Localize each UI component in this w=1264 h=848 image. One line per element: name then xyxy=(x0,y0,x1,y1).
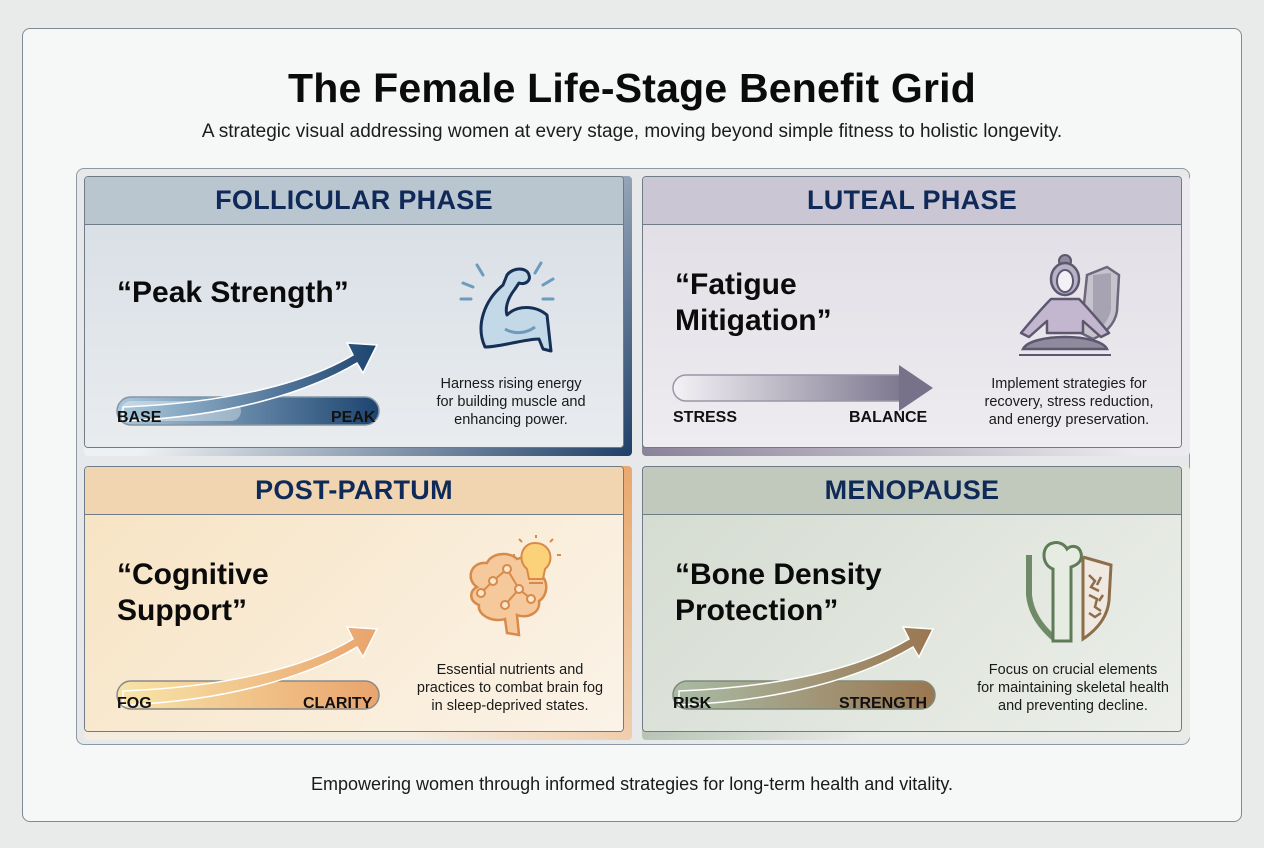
clarity-scale-arrow xyxy=(116,626,380,710)
panel-description: Focus on crucial elements for maintainin… xyxy=(977,662,1169,714)
flexed-bicep-icon xyxy=(459,261,555,353)
panel-quote: “Cognitive Support” xyxy=(117,558,269,627)
scale-end-label: STRENGTH xyxy=(839,695,927,712)
panel-menopause: MENOPAUSE “Bone Density Protection” RISK… xyxy=(642,466,1190,740)
strength-scale-arrow xyxy=(672,626,936,710)
scale-end-label: PEAK xyxy=(331,409,376,426)
panel-header: POST-PARTUM xyxy=(85,467,623,515)
footer-tagline: Empowering women through informed strate… xyxy=(311,774,953,794)
scale-start-label: FOG xyxy=(117,695,152,712)
panel-quote: “Fatigue Mitigation” xyxy=(675,268,832,337)
panel-header: LUTEAL PHASE xyxy=(643,177,1181,225)
panel-quote: “Peak Strength” xyxy=(117,276,349,309)
page-title: The Female Life-Stage Benefit Grid xyxy=(288,65,976,111)
scale-start-label: STRESS xyxy=(673,409,738,426)
panel-description: Harness rising energy for building muscl… xyxy=(436,376,586,428)
bone-shield-icon xyxy=(1026,541,1113,643)
brain-lightbulb-icon xyxy=(469,535,561,637)
panel-luteal-phase: LUTEAL PHASE “Fatigue Mitigation” STRESS… xyxy=(642,176,1190,456)
panel-description: Implement strategies for recovery, stres… xyxy=(984,376,1154,428)
rising-scale-arrow xyxy=(116,342,380,426)
panel-header: FOLLICULAR PHASE xyxy=(85,177,623,225)
scale-start-label: RISK xyxy=(673,695,712,712)
page-subtitle: A strategic visual addressing women at e… xyxy=(201,121,1063,142)
panel-header: MENOPAUSE xyxy=(643,467,1181,515)
balance-scale-arrow xyxy=(672,365,933,411)
panel-quote: “Bone Density Protection” xyxy=(675,558,882,627)
scale-end-label: BALANCE xyxy=(849,409,928,426)
panel-description: Essential nutrients and practices to com… xyxy=(416,662,604,714)
panel-post-partum: POST-PARTUM “Cognitive Support” FOG CLAR… xyxy=(84,466,632,740)
meditation-shield-icon xyxy=(1019,254,1121,356)
scale-end-label: CLARITY xyxy=(303,695,373,712)
scale-start-label: BASE xyxy=(117,409,162,426)
panel-follicular-phase: FOLLICULAR PHASE “Peak Strength” BASE PE… xyxy=(84,176,632,456)
